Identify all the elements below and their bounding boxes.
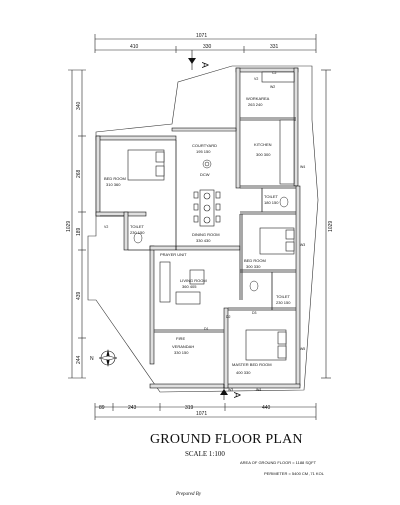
left-dimensions (68, 69, 86, 379)
room-name: WORKAREA (246, 96, 270, 101)
room-size: 300 300 (256, 152, 271, 157)
window-tag: W4 (300, 165, 305, 169)
room-size: 180 150 (264, 200, 279, 205)
plan-title: GROUND FLOOR PLAN (150, 432, 303, 447)
door-tag: D2 (226, 315, 231, 319)
section-mark-bottom-label: A (232, 392, 242, 398)
room-size: 310 360 (106, 182, 121, 187)
section-mark-bottom (220, 384, 228, 400)
door-tag: D1 (204, 327, 209, 331)
dim-left-seg-2: 268 (76, 169, 82, 178)
dim-left-seg-3: 189 (76, 227, 82, 236)
bottom-dimensions (94, 403, 317, 420)
room-size: 330 150 (174, 350, 189, 355)
window-tag: W3 (300, 243, 305, 247)
dining-table (193, 189, 221, 227)
compass-icon (98, 349, 118, 367)
room-labels: WORKAREA 263 240 KITCHEN 300 300 COURTYA… (104, 96, 291, 375)
room-name: TOILET (276, 294, 290, 299)
window-tag: V2 (254, 77, 258, 81)
room-size: 400 330 (236, 370, 251, 375)
kitchen-counter (261, 71, 295, 185)
right-dimension (321, 69, 331, 379)
prayer-unit-label: PRAYER UNIT (160, 252, 187, 257)
interior-walls (100, 117, 296, 333)
dim-top-seg-2: 330 (203, 44, 212, 50)
window-tag: W3 (228, 388, 233, 392)
room-size: 230 150 (276, 300, 291, 305)
door-tag: D3 (252, 311, 257, 315)
window-tag: W2 (270, 85, 275, 89)
bed-master (245, 329, 287, 361)
window-tag: W5 (300, 347, 305, 351)
room-name: MASTER BED ROOM (232, 362, 272, 367)
dim-left-seg-1: 340 (76, 101, 82, 110)
dim-bottom-seg-4: 440 (262, 405, 271, 411)
courtyard-plant (202, 159, 212, 169)
toilet-fixtures (133, 196, 289, 292)
room-name: VERANDAH (172, 344, 194, 349)
section-mark-top (188, 50, 196, 70)
plan-scale: SCALE 1:100 (185, 450, 225, 458)
plot-boundary (87, 65, 319, 393)
room-size: 195 150 (196, 149, 211, 154)
prepared-by: Prepared By (176, 492, 202, 497)
dim-left-seg-5: 244 (76, 355, 82, 364)
exterior-walls (95, 67, 301, 389)
section-mark-top-label: A (200, 62, 210, 68)
bed-middle-right (259, 227, 295, 255)
room-size: 360 405 (182, 284, 197, 289)
perimeter-note: PERIMETER = 5400 CM ,71 KOL (264, 471, 324, 476)
opening-tags: W2 D3 D2 D1 W3 W4 W5 V2 V2 C2 W3 W4 (104, 71, 305, 392)
room-name: KITCHEN (254, 142, 272, 147)
dim-top-seg-3: 331 (270, 44, 279, 50)
room-size: 330 430 (196, 238, 211, 243)
dim-left-seg-4: 439 (76, 291, 82, 300)
dim-bottom-overall: 1071 (196, 411, 207, 417)
window-tag: C2 (272, 71, 277, 75)
fire-label: FIRE (176, 336, 185, 341)
dcw-label: DCW (200, 172, 210, 177)
bed-upper-left (127, 149, 165, 181)
room-name: LIVING ROOM (180, 278, 207, 283)
area-note: AREA OF GROUND FLOOR = 1188 SQFT (240, 460, 317, 465)
dim-bottom-seg-3: 319 (185, 405, 194, 411)
dim-top-overall: 1071 (196, 33, 207, 39)
window-tag: V2 (104, 225, 108, 229)
room-name: BED ROOM (244, 258, 266, 263)
dim-right-overall: 1029 (328, 221, 334, 232)
room-size: 300 330 (246, 264, 261, 269)
top-dimensions (94, 34, 317, 53)
room-name: DINING ROOM (192, 232, 220, 237)
room-name: TOILET (264, 194, 278, 199)
room-name: BED ROOM (104, 176, 126, 181)
window-tag: W4 (256, 388, 261, 392)
dim-bottom-seg-1: 89 (99, 405, 105, 411)
living-sofa (159, 261, 205, 305)
dim-left-overall: 1029 (66, 221, 72, 232)
room-size: 263 240 (248, 102, 263, 107)
compass-label: N (90, 356, 94, 362)
room-size: 230 150 (130, 230, 145, 235)
dim-top-seg-1: 410 (130, 44, 139, 50)
room-name: COURTYARD (192, 143, 217, 148)
dim-bottom-seg-2: 243 (128, 405, 137, 411)
room-name: TOILET (130, 224, 144, 229)
